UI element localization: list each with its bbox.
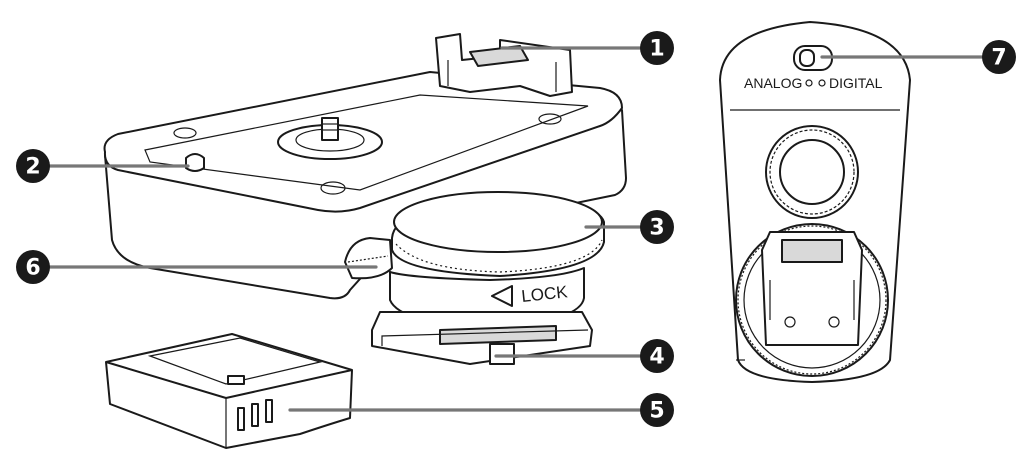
adapter-main-body bbox=[103, 71, 627, 300]
adapter-rear-view: ANALOG DIGITAL bbox=[719, 21, 911, 383]
digital-label: DIGITAL bbox=[829, 75, 883, 91]
callout-2-number: 2 bbox=[25, 155, 40, 180]
callout-4: 4 bbox=[640, 339, 674, 373]
callout-7: 7 bbox=[982, 40, 1016, 74]
callout-1-number: 1 bbox=[649, 37, 664, 62]
leader-lines bbox=[46, 46, 986, 412]
callout-6: 6 bbox=[16, 250, 50, 284]
callout-2: 2 bbox=[16, 149, 50, 183]
callout-5: 5 bbox=[640, 393, 674, 427]
analog-label: ANALOG bbox=[744, 75, 802, 91]
callout-1: 1 bbox=[640, 31, 674, 65]
callout-3: 3 bbox=[640, 210, 674, 244]
accessory-shoe bbox=[435, 33, 573, 97]
callout-4-number: 4 bbox=[649, 345, 664, 370]
callout-5-number: 5 bbox=[649, 399, 664, 424]
mounting-foot: LOCK bbox=[344, 191, 605, 365]
lock-label: LOCK bbox=[520, 282, 569, 306]
callout-7-number: 7 bbox=[991, 46, 1006, 71]
callout-6-number: 6 bbox=[25, 256, 40, 281]
callout-3-number: 3 bbox=[649, 216, 664, 241]
shoe-cap bbox=[105, 333, 353, 449]
